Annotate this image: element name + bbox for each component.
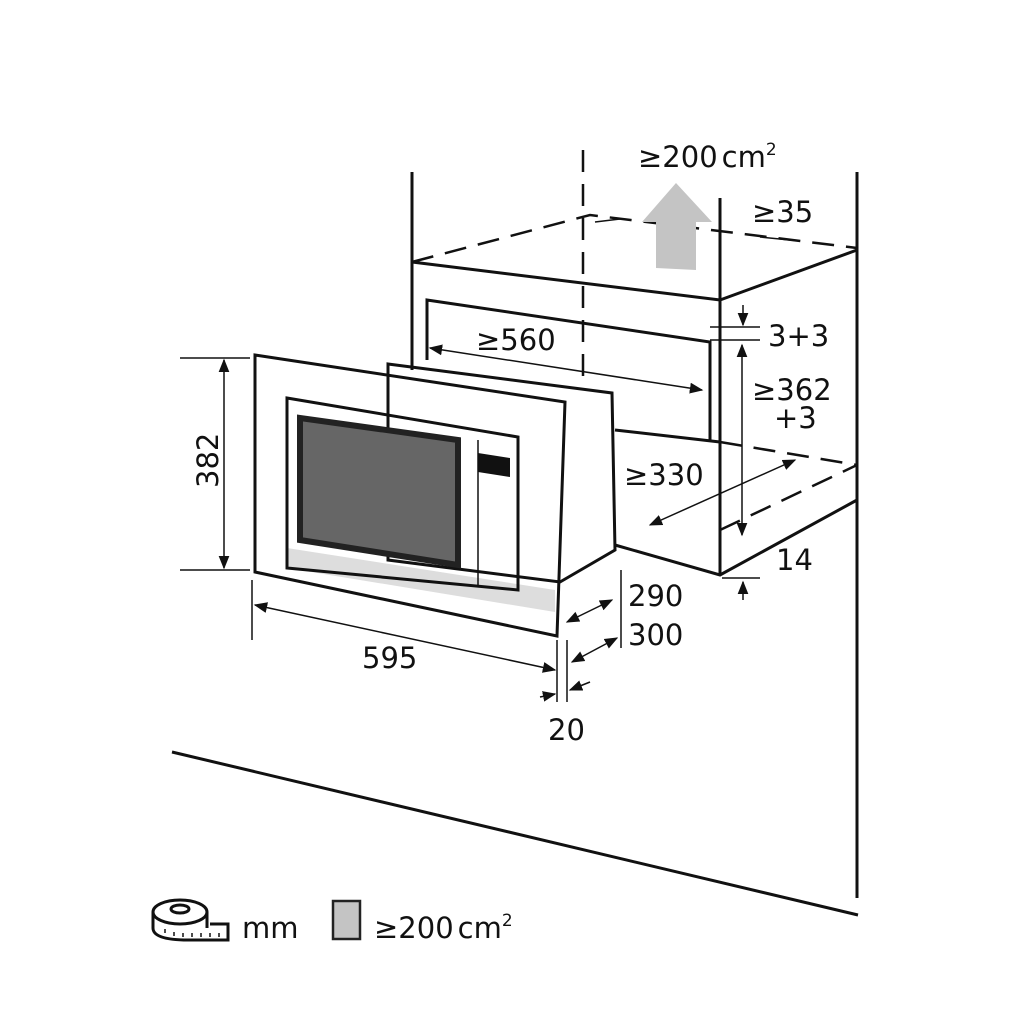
microwave-window	[297, 414, 461, 569]
niche-depth-label: ≥330	[624, 458, 704, 492]
appliance-height-label: 382	[191, 433, 225, 488]
microwave-display	[478, 453, 510, 477]
legend-unit-label: mm	[242, 911, 299, 945]
tape-measure-icon	[151, 898, 230, 942]
microwave	[253, 353, 617, 638]
floor-line	[171, 750, 859, 917]
depth-300-label: 300	[628, 618, 683, 652]
frame-20-label: 20	[548, 713, 585, 747]
niche-height-label-1: ≥362	[752, 373, 832, 407]
depth-290-label: 290	[628, 579, 683, 613]
base-height-label: 14	[776, 543, 813, 577]
dimension-lines	[180, 218, 801, 702]
appliance-width-label: 595	[362, 641, 417, 675]
niche-height-label-2: +3	[774, 401, 817, 435]
niche-width-label: ≥560	[476, 323, 556, 357]
gap-top-label: ≥35	[752, 195, 813, 229]
vent-area-swatch	[331, 899, 362, 941]
tolerance-top-label: 3+3	[768, 319, 829, 353]
vent-arrow-icon	[642, 183, 712, 270]
cabinet	[410, 150, 859, 898]
